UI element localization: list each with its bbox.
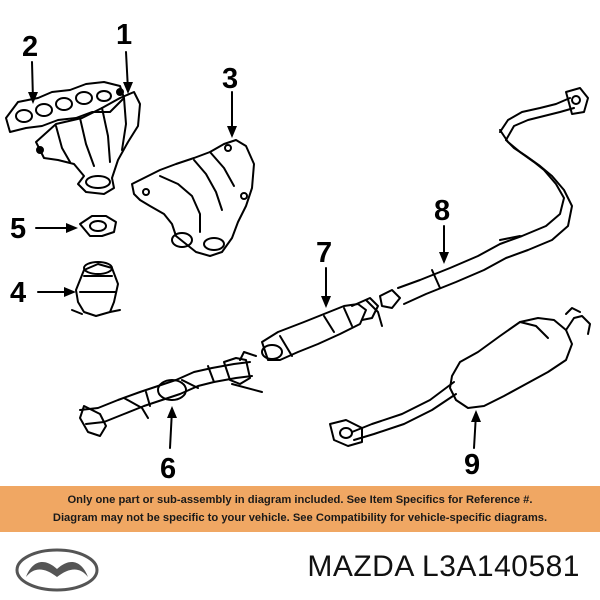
callout-2: 2 — [22, 31, 38, 63]
callout-leaders — [28, 51, 481, 449]
callout-3: 3 — [222, 63, 238, 95]
flange-gasket-part — [79, 215, 117, 237]
disclaimer-line-2: Diagram may not be specific to your vehi… — [52, 512, 548, 524]
exhaust-parts-diagram: 1 2 3 4 5 6 7 8 9 — [5, 19, 591, 484]
disclaimer-banner: Only one part or sub-assembly in diagram… — [0, 486, 600, 532]
rear-muffler-part — [329, 307, 591, 447]
callout-5: 5 — [10, 213, 26, 245]
resonator-part — [261, 297, 383, 361]
callout-9: 9 — [464, 449, 480, 481]
part-number-label: MAZDA L3A140581 — [307, 550, 580, 583]
callout-4: 4 — [10, 277, 26, 309]
disclaimer-line-1: Only one part or sub-assembly in diagram… — [67, 494, 533, 506]
front-pipe-part — [79, 351, 263, 437]
callout-6: 6 — [160, 453, 176, 484]
callout-8: 8 — [434, 195, 450, 227]
callout-1: 1 — [116, 19, 132, 51]
heat-shield-part — [131, 139, 255, 257]
mazda-logo-icon — [15, 548, 99, 592]
intermediate-pipe-part — [379, 87, 589, 309]
callout-7: 7 — [316, 237, 332, 269]
catalytic-converter-part — [71, 261, 121, 317]
exhaust-manifold-part — [35, 88, 141, 195]
